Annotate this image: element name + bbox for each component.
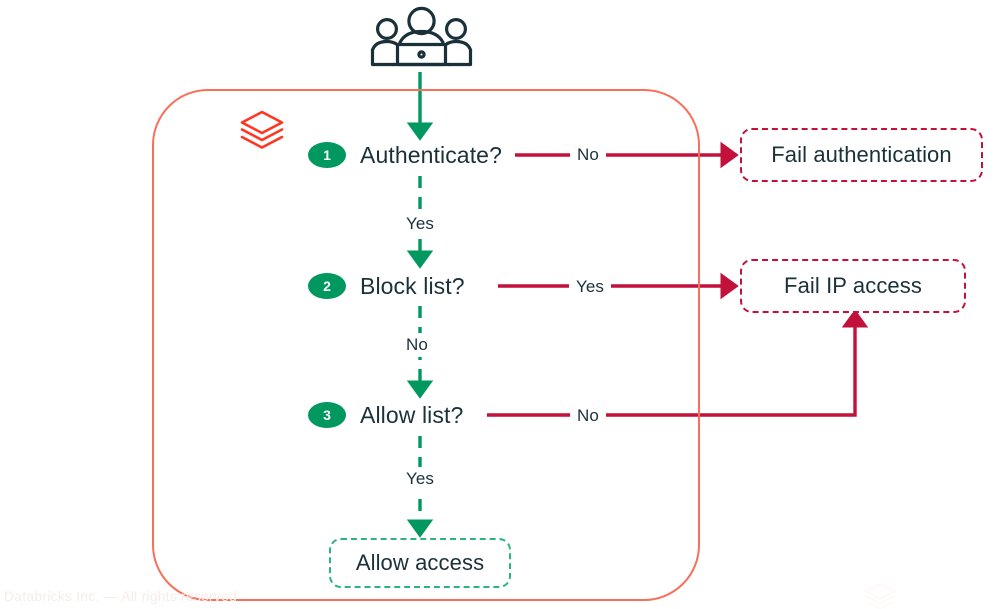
edge-label-step3-yes-down: Yes — [398, 467, 442, 491]
step-label: Allow list? — [360, 401, 464, 428]
step-allow-list[interactable]: 3 Allow list? — [308, 397, 463, 433]
edge-label-step2-yes: Yes — [568, 275, 612, 299]
edge-label-step2-no-down: No — [399, 333, 435, 357]
step-label: Block list? — [360, 272, 465, 299]
step-label: Authenticate? — [360, 141, 502, 168]
copyright-watermark: Databricks Inc. — All rights reserved — [4, 588, 238, 604]
terminal-label: Fail authentication — [771, 142, 952, 167]
step-authenticate[interactable]: 1 Authenticate? — [308, 137, 502, 173]
step-number-badge: 1 — [308, 142, 346, 168]
users-at-laptop-icon — [364, 6, 479, 79]
terminal-label: Allow access — [355, 550, 485, 575]
edge-label-step1-no: No — [570, 143, 606, 167]
terminal-label: Fail IP access — [784, 273, 922, 298]
step-block-list[interactable]: 2 Block list? — [308, 268, 465, 304]
terminal-fail-ip-access[interactable]: Fail IP access — [740, 259, 966, 313]
edge-label-step1-yes-down: Yes — [398, 212, 442, 236]
databricks-stacked-layers-logo-icon — [238, 108, 286, 161]
databricks-logo-watermark-icon — [862, 582, 898, 609]
terminal-allow-access[interactable]: Allow access — [329, 538, 511, 588]
step-number-badge: 3 — [308, 402, 346, 428]
edge-label-step3-no: No — [570, 404, 606, 428]
workspace-boundary — [152, 89, 700, 601]
terminal-fail-authentication[interactable]: Fail authentication — [740, 128, 983, 182]
step-number-badge: 2 — [308, 273, 346, 299]
edge-step3-to-fail-ip-access — [487, 309, 869, 417]
